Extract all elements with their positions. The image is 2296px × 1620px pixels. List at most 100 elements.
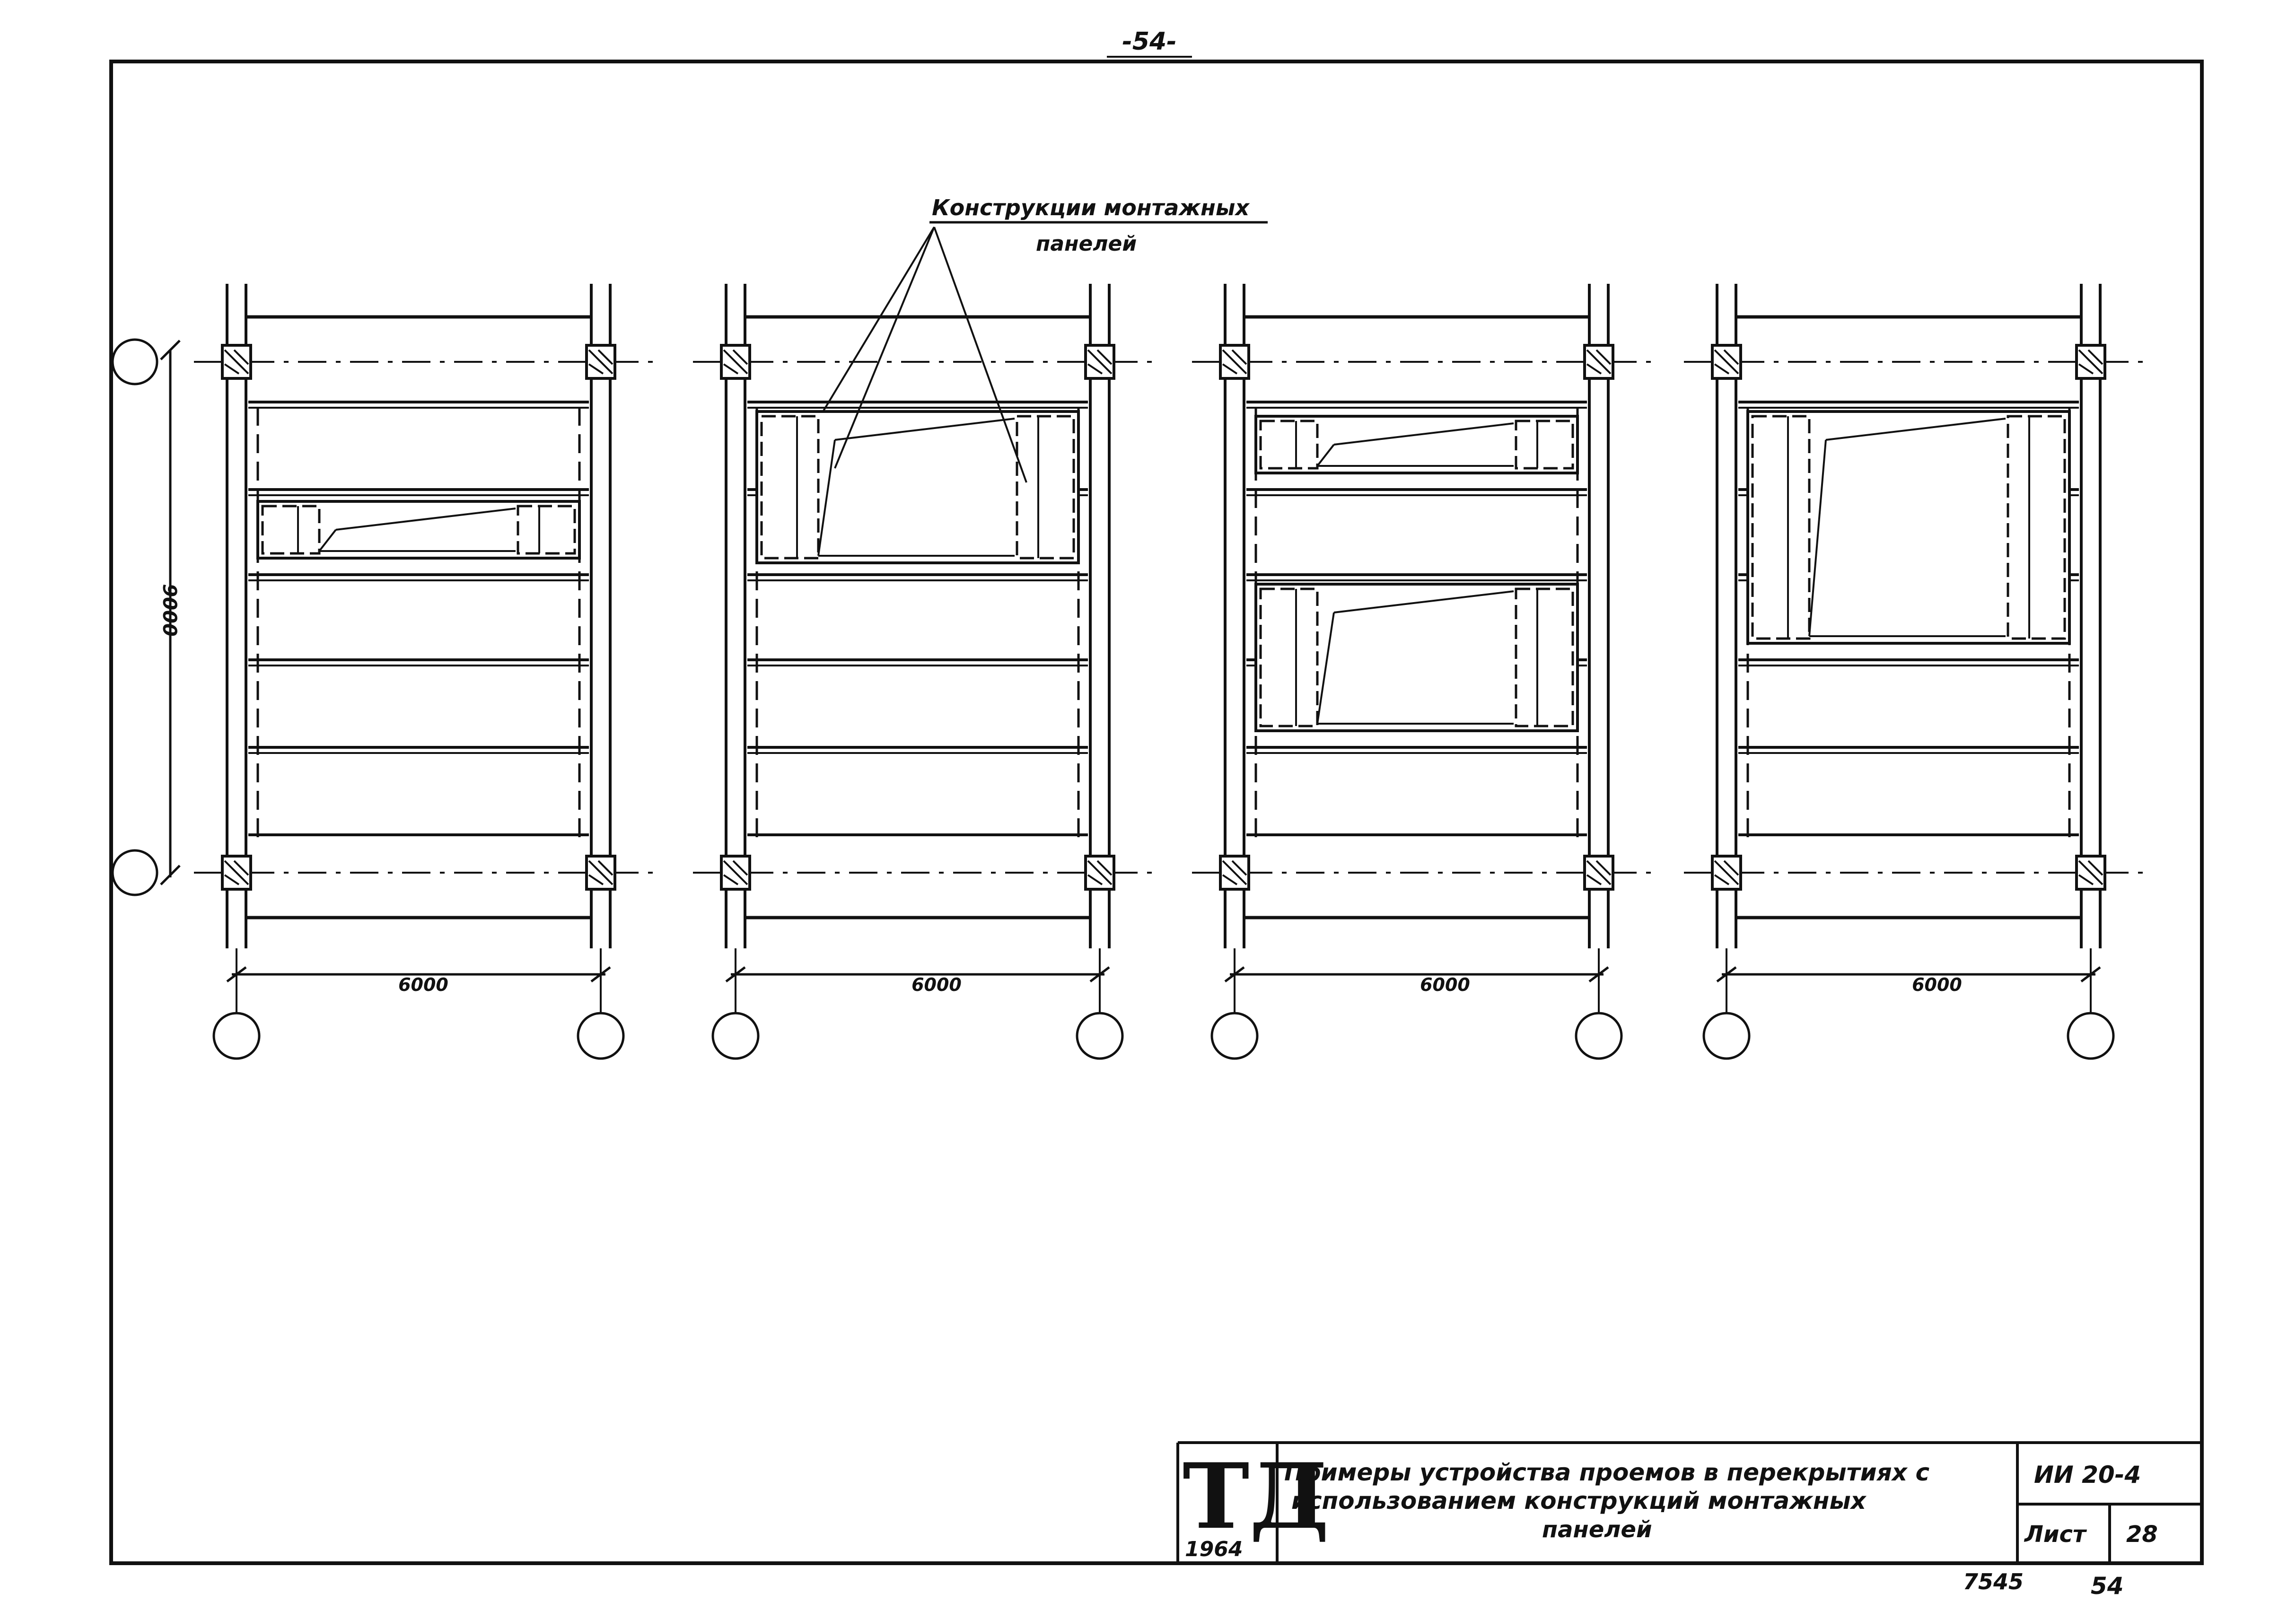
drawing-frame	[109, 60, 2204, 1565]
column-hatch	[1723, 860, 1739, 876]
axis-bubble	[1575, 1012, 1623, 1060]
column-hatch	[224, 874, 240, 885]
logo-year: 1964	[1185, 1537, 1243, 1561]
column-hatch	[1087, 349, 1113, 375]
axis-bubble	[212, 1012, 261, 1060]
width-dimension-label: 6000	[1912, 974, 1962, 995]
column-hatch	[1723, 349, 1739, 365]
order-number: 7545	[1963, 1569, 2024, 1594]
column-hatch	[1096, 860, 1113, 876]
column-hatch	[1096, 349, 1113, 365]
mounting-panel	[1259, 587, 1319, 727]
column-hatch	[588, 363, 604, 375]
panel-brace	[1316, 444, 1335, 467]
column-hatch	[732, 349, 748, 365]
column-hatch	[2078, 349, 2103, 375]
mounting-panel	[1751, 415, 1811, 640]
panel-brace	[1316, 612, 1335, 724]
panel-brace	[1825, 418, 2006, 441]
opening-frame	[256, 500, 581, 560]
column-hatch	[1586, 860, 1612, 885]
panel-brace	[834, 418, 1015, 441]
width-dimension-label: 6000	[1420, 974, 1470, 995]
callout-line-1: Конструкции монтажных	[932, 195, 1250, 220]
column-hatch	[2078, 860, 2103, 885]
column-hatch	[224, 349, 249, 375]
column-hatch	[1231, 860, 1247, 876]
column-hatch	[2078, 874, 2094, 885]
axis-bubble	[2067, 1012, 2115, 1060]
floor-plan	[1684, 284, 2143, 1060]
column-hatch	[1222, 874, 1238, 885]
column-hatch	[224, 860, 249, 885]
column-hatch	[1595, 860, 1612, 876]
column-hatch	[1231, 349, 1247, 365]
column-hatch	[1586, 874, 1602, 885]
logo: ТД	[1183, 1444, 1329, 1549]
column-hatch	[233, 349, 249, 365]
mounting-panel	[1515, 420, 1574, 470]
column-hatch	[2078, 363, 2094, 375]
column-hatch	[2087, 349, 2103, 365]
sheet-number: 28	[2126, 1521, 2158, 1548]
panel-brace	[335, 508, 516, 531]
title-line-1: Примеры устройства проемов в перекрытиях…	[1284, 1459, 1929, 1486]
panel-brace	[1808, 439, 1827, 637]
panel-brace	[1333, 422, 1514, 446]
column-hatch	[1087, 363, 1103, 375]
column-hatch	[588, 860, 613, 885]
axis-bubble	[111, 338, 158, 385]
axis-bubble	[711, 1012, 760, 1060]
floor-plan	[1192, 284, 1651, 1060]
column-hatch	[1222, 349, 1247, 375]
title-line-3: панелей	[1542, 1516, 1652, 1543]
mounting-panel	[1515, 587, 1574, 727]
column-hatch	[1714, 349, 1739, 375]
column-hatch	[588, 874, 604, 885]
column-hatch	[732, 860, 748, 876]
floor-plan	[693, 284, 1152, 1060]
opening-frame	[1254, 415, 1579, 474]
panel-brace	[1333, 590, 1514, 613]
column-hatch	[723, 363, 739, 375]
sheet-label: Лист	[2024, 1521, 2087, 1548]
page-number: -54-	[1122, 27, 1177, 56]
column-hatch	[2087, 860, 2103, 876]
document-code: ИИ 20-4	[2034, 1461, 2141, 1489]
axis-bubble	[1076, 1012, 1124, 1060]
column-hatch	[597, 860, 613, 876]
column-hatch	[1222, 363, 1238, 375]
axis-bubble	[1210, 1012, 1259, 1060]
column-hatch	[1586, 363, 1602, 375]
mounting-panel	[1016, 415, 1075, 560]
opening-frame	[1746, 410, 2071, 645]
column-hatch	[597, 349, 613, 365]
column-hatch	[1714, 860, 1739, 885]
column-hatch	[588, 349, 613, 375]
width-dimension-label: 6000	[398, 974, 448, 995]
axis-bubble	[1702, 1012, 1751, 1060]
axis-bubble	[111, 849, 158, 896]
floor-plan	[194, 284, 653, 1060]
mounting-panel	[261, 505, 321, 555]
column-hatch	[1586, 349, 1612, 375]
mounting-panel	[517, 505, 576, 555]
column-hatch	[1714, 363, 1730, 375]
column-hatch	[723, 860, 748, 885]
column-hatch	[233, 860, 249, 876]
column-hatch	[224, 363, 240, 375]
opening-frame	[1254, 583, 1579, 732]
mounting-panel	[2007, 415, 2066, 640]
span-dimension: 9000	[158, 340, 181, 885]
column-hatch	[723, 349, 748, 375]
column-hatch	[1222, 860, 1247, 885]
width-dimension-label: 6000	[911, 974, 962, 995]
title-line-2: использованием конструкций монтажных	[1291, 1487, 1867, 1515]
panel-brace	[318, 529, 337, 552]
column-hatch	[1087, 860, 1113, 885]
panel-brace	[817, 439, 836, 556]
column-hatch	[1714, 874, 1730, 885]
mounting-panel	[1259, 420, 1319, 470]
title-block: ТД 1964 Примеры устройства проемов в пер…	[1176, 1441, 2202, 1563]
